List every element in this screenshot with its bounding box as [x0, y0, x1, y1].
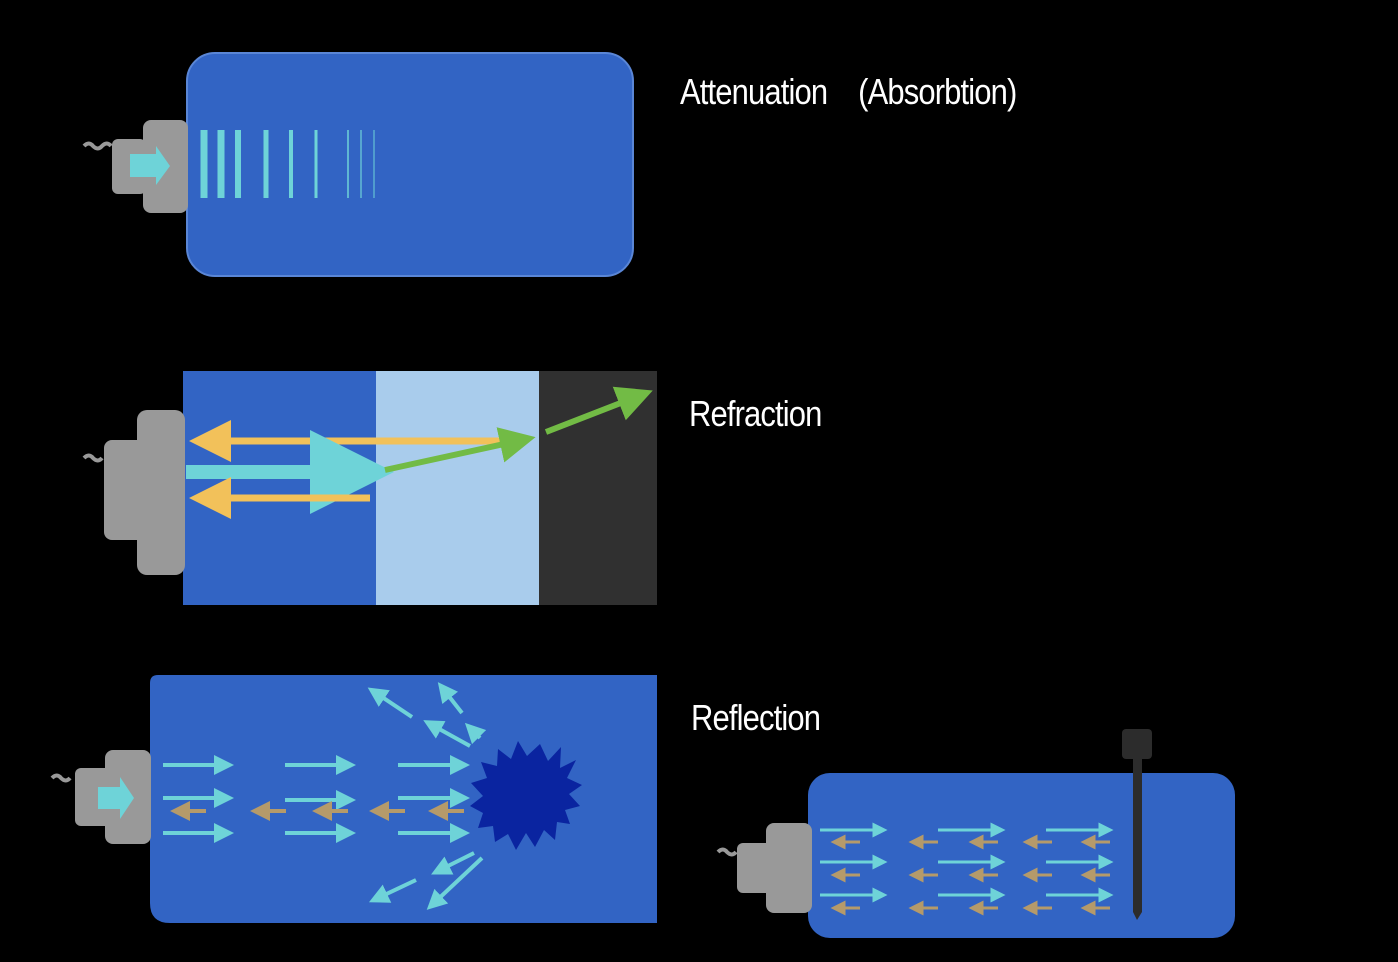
reflection-panel — [50, 675, 657, 923]
medium-block — [808, 773, 1235, 938]
forward-waves — [820, 822, 1114, 903]
medium-1 — [183, 371, 376, 605]
reflection-title: Reflection — [691, 697, 821, 738]
medium-block — [186, 52, 634, 277]
transducer-icon — [716, 823, 812, 913]
reflection-needle-panel — [716, 729, 1235, 938]
forward-waves — [163, 755, 470, 843]
echo-waves — [830, 834, 1110, 916]
scattered-waves — [367, 682, 487, 910]
needle-icon — [1122, 729, 1152, 920]
attenuation-panel — [82, 52, 634, 277]
medium-3 — [539, 371, 657, 605]
refraction-title: Refraction — [689, 393, 822, 434]
medium-2 — [376, 371, 539, 605]
transducer-icon — [82, 410, 185, 575]
wave-lines — [200, 130, 375, 198]
refraction-panel — [82, 371, 657, 605]
attenuation-title: Attenuation (Absorbtion) — [680, 71, 1017, 112]
reflector-icon — [470, 741, 582, 850]
refracted-arrow-1 — [384, 427, 536, 473]
transducer-icon — [82, 120, 188, 213]
refracted-arrow-2 — [544, 386, 653, 435]
transducer-icon — [50, 750, 151, 844]
